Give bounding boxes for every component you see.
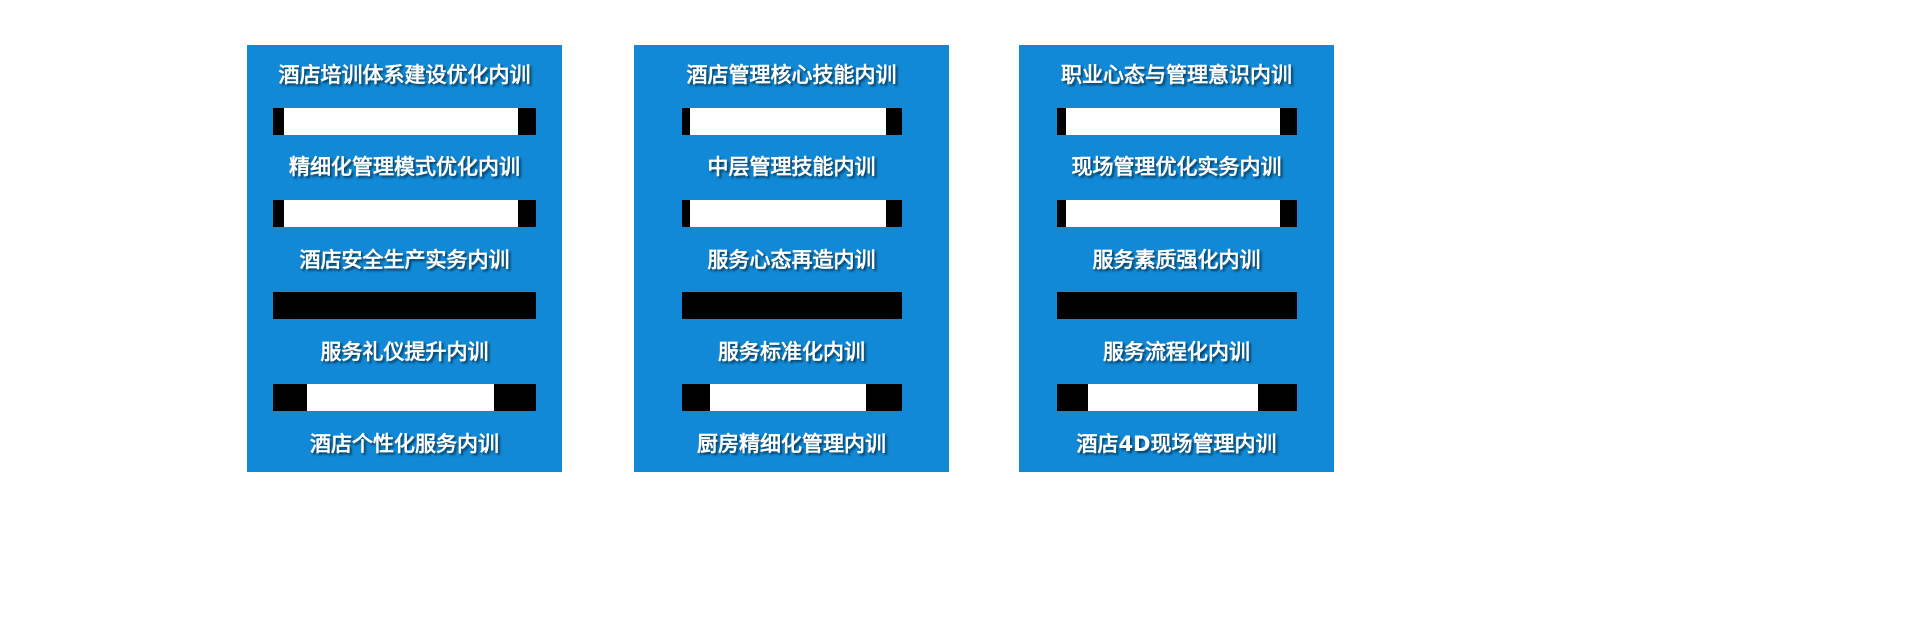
divider-bar xyxy=(273,199,536,227)
training-panel-1: 酒店培训体系建设优化内训 精细化管理模式优化内训 酒店安全生产实务内训 服务礼仪… xyxy=(247,45,562,472)
bar-thumb xyxy=(307,384,494,412)
course-item-label: 服务标准化内训 xyxy=(718,339,865,364)
course-item-label: 酒店安全生产实务内训 xyxy=(299,247,510,272)
course-item-label: 酒店管理核心技能内训 xyxy=(686,63,897,87)
course-item-label: 酒店个性化服务内训 xyxy=(310,432,499,456)
course-item-label: 中层管理技能内训 xyxy=(707,155,876,180)
divider-bar xyxy=(681,107,902,135)
divider-bar xyxy=(1056,107,1297,135)
divider-bar xyxy=(273,384,536,412)
course-item-label: 精细化管理模式优化内训 xyxy=(289,155,520,180)
course-item-label: 酒店培训体系建设优化内训 xyxy=(278,63,531,87)
divider-bar xyxy=(681,292,902,320)
bar-thumb xyxy=(1066,199,1280,227)
divider-bar xyxy=(681,199,902,227)
bar-thumb xyxy=(1066,107,1280,135)
divider-bar xyxy=(1056,384,1297,412)
course-item-label: 酒店4D现场管理内训 xyxy=(1076,432,1277,456)
bar-thumb xyxy=(1087,384,1259,412)
training-panel-2: 酒店管理核心技能内训 中层管理技能内训 服务心态再造内训 服务标准化内训 厨房精… xyxy=(634,45,949,472)
bar-thumb xyxy=(690,107,887,135)
divider-bar xyxy=(273,292,536,320)
course-item-label: 服务心态再造内训 xyxy=(707,247,876,272)
bar-thumb xyxy=(710,384,867,412)
course-item-label: 服务流程化内训 xyxy=(1103,339,1250,364)
bar-thumb xyxy=(283,107,518,135)
bar-thumb xyxy=(690,199,887,227)
training-panel-3: 职业心态与管理意识内训 现场管理优化实务内训 服务素质强化内训 服务流程化内训 … xyxy=(1019,45,1334,472)
divider-bar xyxy=(1056,199,1297,227)
bar-thumb xyxy=(283,199,518,227)
course-item-label: 职业心态与管理意识内训 xyxy=(1061,63,1292,87)
divider-bar xyxy=(681,384,902,412)
divider-bar xyxy=(1056,292,1297,320)
course-item-label: 服务素质强化内训 xyxy=(1092,247,1261,272)
course-item-label: 服务礼仪提升内训 xyxy=(320,339,489,364)
course-item-label: 厨房精细化管理内训 xyxy=(697,432,886,456)
course-item-label: 现场管理优化实务内训 xyxy=(1071,155,1282,180)
divider-bar xyxy=(273,107,536,135)
